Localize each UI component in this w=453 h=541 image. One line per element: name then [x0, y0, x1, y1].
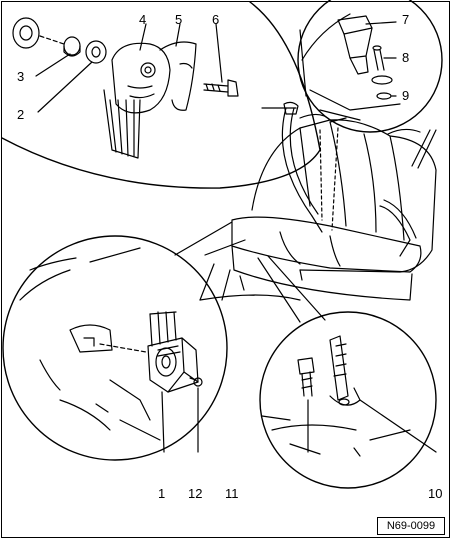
part-floor-anchor [329, 335, 361, 406]
part-anchor-plate [371, 75, 393, 100]
belt-lap-right [379, 205, 411, 257]
part-belt-webbing-bottom [149, 311, 177, 347]
detail-circle-bottom-left [2, 235, 228, 461]
detail-circle-bottom-right [259, 311, 437, 489]
part-washer [85, 40, 107, 64]
callout-8: 8 [402, 50, 410, 65]
connector-line-br [257, 257, 301, 323]
part-bolt-12 [189, 377, 203, 387]
callout-12: 12 [188, 486, 203, 501]
callout-2: 2 [17, 107, 25, 122]
figure-reference-code: N69-0099 [377, 517, 445, 535]
callout-1: 1 [158, 486, 166, 501]
part-bolt-11 [297, 357, 315, 397]
callout-4: 4 [139, 12, 147, 27]
belt-shoulder [281, 107, 313, 217]
connector-line-bl2 [204, 239, 246, 256]
part-bolt-6 [203, 79, 239, 97]
callout-10: 10 [428, 486, 443, 501]
part-belt-webbing-top [103, 89, 141, 159]
rear-seat-assembly [199, 101, 437, 301]
callout-5: 5 [175, 12, 183, 27]
detail-bubble-top-left [1, 1, 321, 189]
part-trim-cover [159, 41, 197, 111]
callout-9: 9 [402, 88, 410, 103]
part-buckle [337, 15, 373, 75]
callout-3: 3 [17, 69, 25, 84]
connector-line-tr2 [331, 127, 339, 231]
connector-line-tr [319, 129, 323, 221]
part-bolt-8 [372, 45, 385, 71]
callout-7: 7 [402, 12, 410, 27]
part-retractor-housing [111, 42, 171, 114]
callout-11: 11 [225, 486, 239, 501]
connector-line-br2 [267, 255, 326, 321]
part-bushing [63, 36, 81, 57]
vehicle-floor-lines-br [261, 415, 411, 457]
detail-circle-top-right [297, 0, 443, 133]
connector-line-bl [174, 221, 233, 256]
vehicle-body-lines-bl [19, 247, 161, 441]
part-cap-washer [12, 17, 40, 49]
part-retractor-unit [147, 337, 199, 393]
callout-6: 6 [212, 12, 220, 27]
